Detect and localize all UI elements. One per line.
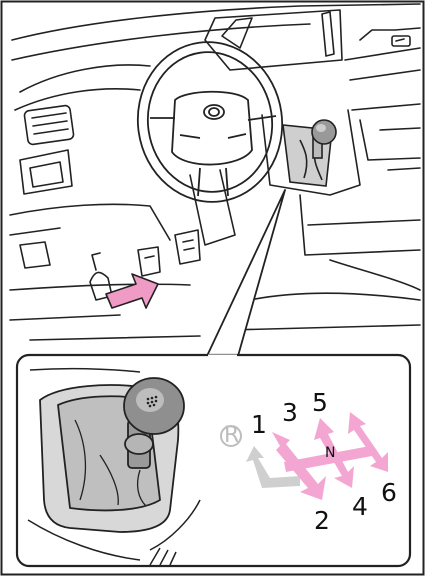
gear-label-4: 4: [352, 494, 368, 519]
gear-label-1: 1: [251, 412, 267, 437]
gear-label-5: 5: [312, 390, 328, 415]
gear-label-2: 2: [314, 508, 330, 533]
gear-label-reverse: R: [224, 425, 239, 447]
gear-label-3: 3: [282, 400, 298, 425]
gear-label-6: 6: [381, 480, 397, 505]
gear-label-neutral: N: [325, 446, 335, 460]
